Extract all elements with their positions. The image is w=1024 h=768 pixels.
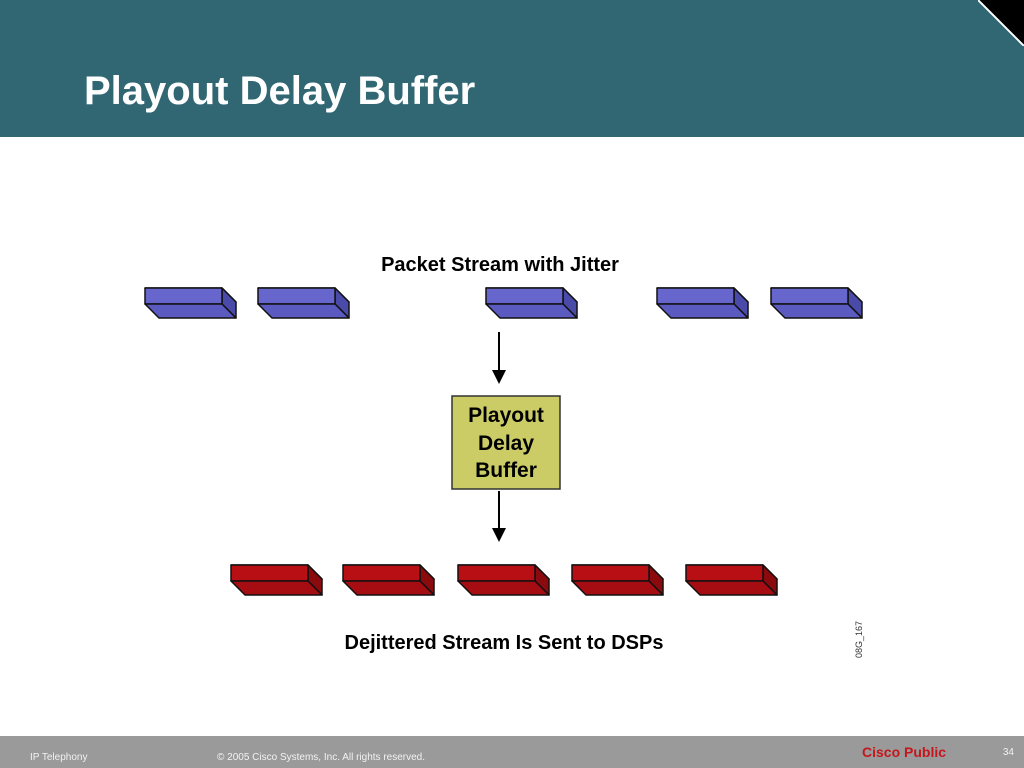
buffer-label-line: Delay (478, 432, 534, 455)
input-packet (144, 287, 237, 319)
input-packet (656, 287, 749, 319)
input-packet (257, 287, 350, 319)
output-packet (571, 564, 664, 596)
output-packet (342, 564, 435, 596)
slide-title: Playout Delay Buffer (84, 69, 476, 113)
top-stream-label: Packet Stream with Jitter (381, 254, 619, 276)
arrow-to-buffer (492, 332, 506, 384)
bottom-stream-label: Dejittered Stream Is Sent to DSPs (345, 632, 664, 654)
output-packet (230, 564, 323, 596)
footer-course-title: IP Telephony (30, 752, 88, 763)
buffer-label-line: Buffer (475, 459, 537, 482)
footer-classification: Cisco Public (862, 744, 947, 760)
page-number: 34 (1002, 747, 1014, 758)
footer-bar: IP Telephony © 2005 Cisco Systems, Inc. … (0, 736, 1024, 768)
footer-copyright: © 2005 Cisco Systems, Inc. All rights re… (217, 752, 426, 763)
corner-decoration (978, 0, 1024, 46)
output-packet (457, 564, 550, 596)
header-bar (0, 0, 1024, 137)
input-packet (485, 287, 578, 319)
output-packet (685, 564, 778, 596)
buffer-label-line: Playout (468, 404, 544, 427)
playout-delay-buffer: Playout Delay Buffer (451, 395, 561, 490)
figure-code: 08G_167 (854, 621, 864, 658)
arrow-from-buffer (492, 491, 506, 542)
input-packet (770, 287, 863, 319)
